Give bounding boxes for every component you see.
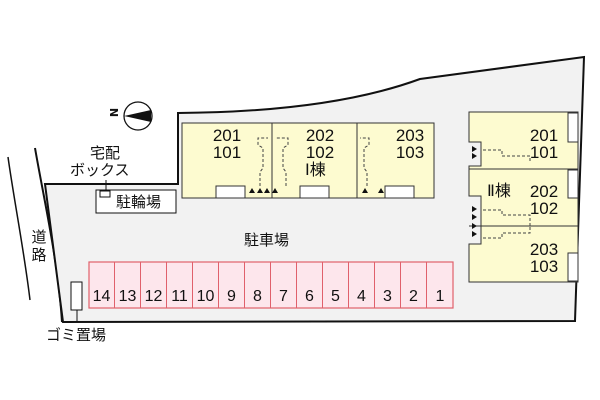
compass: N [108, 100, 156, 134]
parking-stall: 11 [167, 262, 193, 308]
road-edge-outer [7, 156, 31, 301]
building-2-outline [468, 111, 579, 283]
building-2-name: Ⅱ棟 [487, 181, 511, 200]
parking-stall: 12 [141, 262, 167, 308]
delivery-box-label-1: 宅配 [90, 144, 121, 162]
parking-lot-label: 駐車場 [244, 231, 290, 249]
delivery-box-label-2: ボックス [70, 161, 130, 179]
parking-stall: 1 [435, 288, 445, 305]
parking-stall: 8 [245, 262, 271, 308]
parking-stall: 10 [193, 262, 219, 308]
parking-stall: 9 [219, 262, 245, 308]
road-label: 道 路 [31, 228, 47, 264]
parking-stall: 14 [89, 262, 115, 308]
north-arrow-icon [123, 101, 153, 131]
parking-strip [88, 261, 454, 309]
parking-stall: 13 [115, 262, 141, 308]
building-1-name: Ⅰ棟 [305, 160, 326, 179]
bicycle-parking-label: 駐輪場 [116, 193, 162, 211]
parking-stall: 5 [323, 262, 349, 308]
parking-stall: 4 [349, 262, 375, 308]
parking-stall: 2 [401, 262, 427, 308]
parking-stall: 6 [297, 262, 323, 308]
garbage-area-label: ゴミ置場 [46, 326, 107, 344]
parking-stall: 7 [271, 262, 297, 308]
garbage-box [70, 281, 83, 311]
parking-stall: 3 [375, 262, 401, 308]
